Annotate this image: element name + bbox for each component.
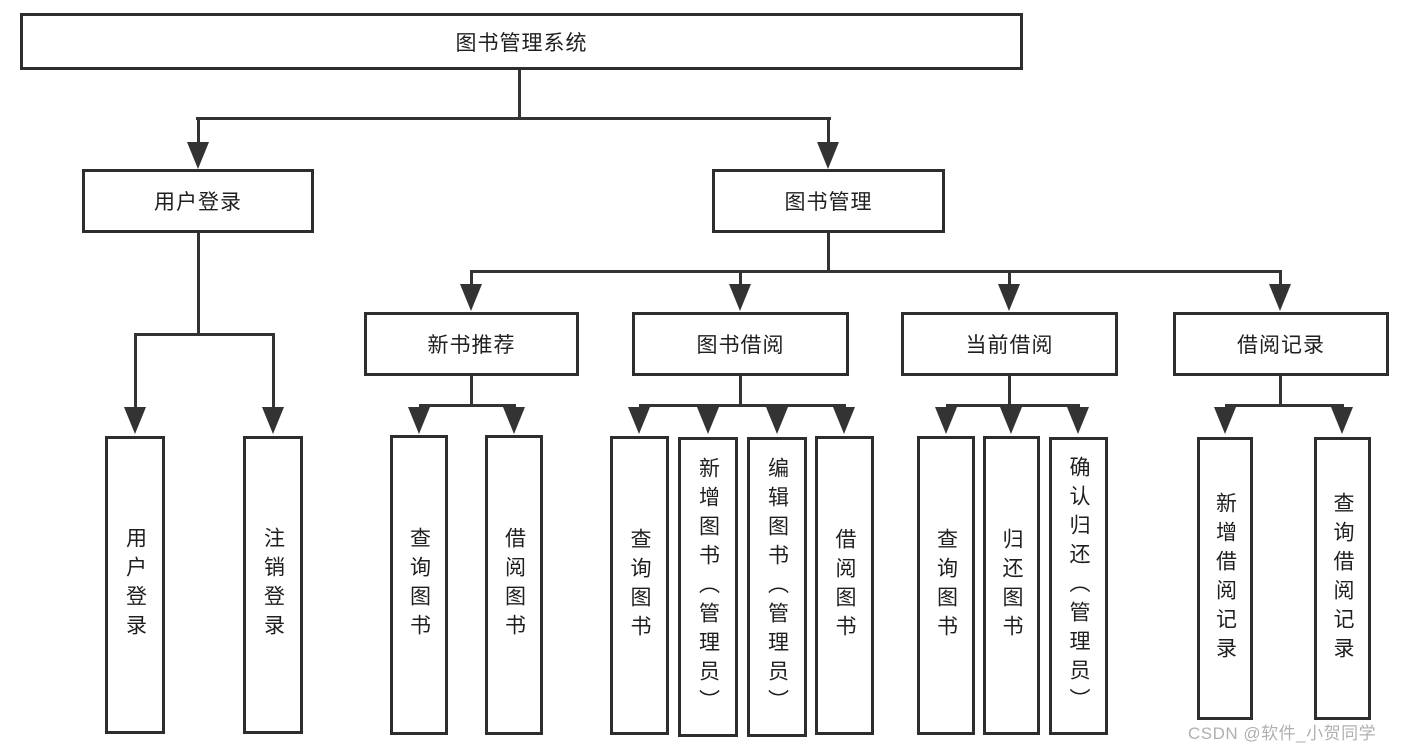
connector-trunk (1279, 376, 1282, 407)
connector-trunk (197, 232, 200, 336)
arrowhead-down-icon (935, 407, 957, 434)
connector-drop (827, 117, 830, 145)
node-label: 新书推荐 (427, 334, 516, 357)
connector-drop (1279, 270, 1282, 287)
arrowhead-down-icon (124, 407, 146, 434)
arrowhead-down-icon (1000, 407, 1022, 434)
arrowhead-down-icon (1214, 407, 1236, 434)
connector-drop (272, 333, 275, 410)
leaf-query-book: 查询图书 (610, 436, 669, 735)
connector-drop (470, 270, 473, 287)
connector-drop (197, 117, 200, 145)
arrowhead-down-icon (1269, 284, 1291, 311)
leaf-add-book-admin: 新增图书（管理员） (678, 437, 738, 737)
arrowhead-down-icon (817, 142, 839, 169)
connector-trunk (739, 376, 742, 407)
arrowhead-down-icon (1331, 407, 1353, 434)
leaf-user-login: 用户登录 (105, 436, 165, 734)
node-root: 图书管理系统 (20, 13, 1023, 70)
arrowhead-down-icon (460, 284, 482, 311)
connector-level3-bar (470, 270, 1281, 273)
connector-drop (134, 333, 137, 410)
arrowhead-down-icon (998, 284, 1020, 311)
node-book-borrow: 图书借阅 (632, 312, 849, 376)
leaf-query-book: 查询图书 (917, 436, 975, 735)
node-user-login: 用户登录 (82, 169, 314, 233)
connector-trunk (827, 232, 830, 273)
arrowhead-down-icon (262, 407, 284, 434)
connector-level2-bar (196, 117, 831, 120)
node-current-borrow: 当前借阅 (901, 312, 1118, 376)
connector-trunk (470, 376, 473, 407)
connector-drop (1008, 270, 1011, 287)
node-label: 借阅记录 (1237, 334, 1325, 357)
connector-bar (419, 404, 516, 407)
node-borrow-records: 借阅记录 (1173, 312, 1389, 376)
connector-bar (1225, 404, 1344, 407)
connector-bar (639, 404, 846, 407)
leaf-borrow-book: 借阅图书 (485, 435, 543, 735)
connector-root-trunk (518, 70, 521, 119)
arrowhead-down-icon (697, 407, 719, 434)
connector-bar (134, 333, 275, 336)
node-label: 当前借阅 (965, 334, 1054, 357)
leaf-edit-book-admin: 编辑图书（管理员） (747, 437, 807, 737)
leaf-add-borrow-record: 新增借阅记录 (1197, 437, 1253, 720)
leaf-query-borrow-record: 查询借阅记录 (1314, 437, 1371, 720)
arrowhead-down-icon (408, 407, 430, 434)
connector-bar (946, 404, 1080, 407)
leaf-confirm-return-admin: 确认归还（管理员） (1049, 437, 1108, 735)
arrowhead-down-icon (187, 142, 209, 169)
node-user-login-label: 用户登录 (154, 191, 242, 214)
arrowhead-down-icon (628, 407, 650, 434)
leaf-borrow-book: 借阅图书 (815, 436, 874, 735)
arrowhead-down-icon (503, 407, 525, 434)
arrowhead-down-icon (766, 407, 788, 434)
node-book-management: 图书管理 (712, 169, 945, 233)
arrowhead-down-icon (729, 284, 751, 311)
node-label: 图书借阅 (696, 334, 785, 357)
connector-drop (739, 270, 742, 287)
node-root-label: 图书管理系统 (455, 31, 588, 55)
arrowhead-down-icon (1067, 407, 1089, 434)
node-book-management-label: 图书管理 (784, 191, 873, 214)
csdn-watermark: CSDN @软件_小贺同学 (1188, 724, 1377, 743)
arrowhead-down-icon (833, 407, 855, 434)
leaf-return-book: 归还图书 (983, 436, 1040, 735)
node-new-book-recommend: 新书推荐 (364, 312, 579, 376)
leaf-query-book: 查询图书 (390, 435, 448, 735)
leaf-logout: 注销登录 (243, 436, 303, 734)
connector-trunk (1008, 376, 1011, 407)
